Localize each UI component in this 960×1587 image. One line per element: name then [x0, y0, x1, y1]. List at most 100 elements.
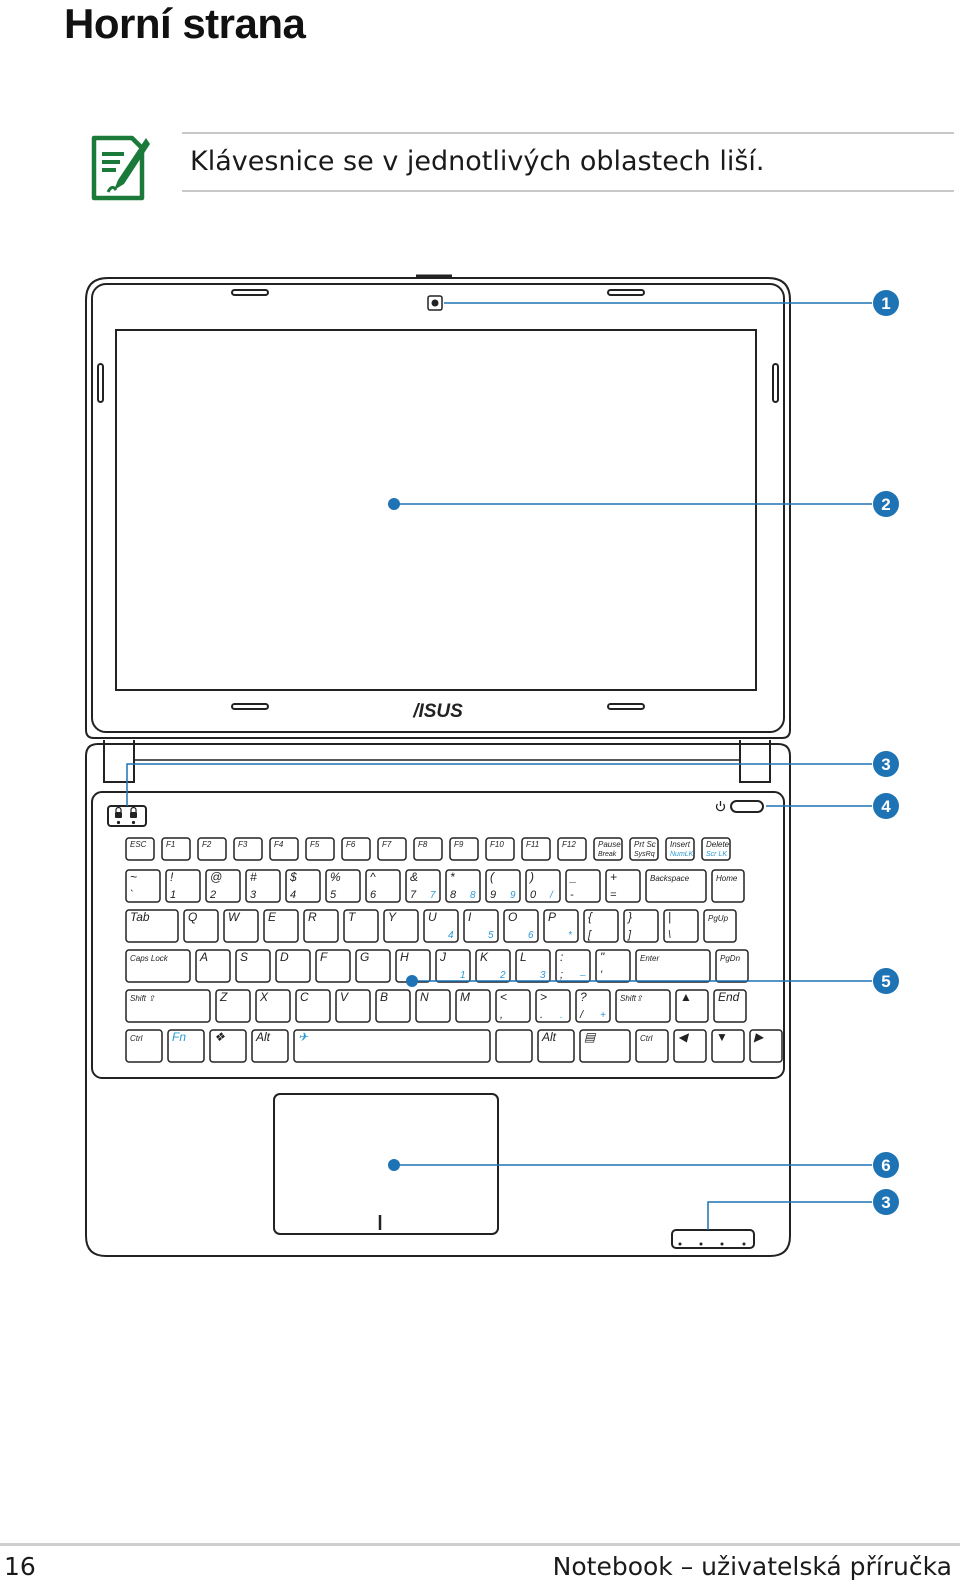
key[interactable]: K2 — [475, 949, 511, 983]
key-label: K — [480, 950, 489, 964]
key[interactable]: F9 — [449, 837, 479, 861]
key[interactable]: Home — [711, 869, 745, 903]
key[interactable]: F1 — [161, 837, 191, 861]
key-label: ▤ — [584, 1030, 597, 1044]
key[interactable]: Shift⇧ — [615, 989, 671, 1023]
key[interactable]: F2 — [197, 837, 227, 861]
callout-lines — [126, 302, 872, 1230]
key[interactable]: Z — [215, 989, 251, 1023]
key[interactable]: F3 — [233, 837, 263, 861]
key-numpad-label: 9 — [510, 890, 516, 901]
key-sublabel: 5 — [330, 889, 337, 901]
key[interactable]: PgDn — [715, 949, 749, 983]
key[interactable]: )0/ — [525, 869, 561, 903]
key[interactable]: E — [263, 909, 299, 943]
key-label: G — [360, 950, 369, 964]
key[interactable]: ▶ — [749, 1029, 783, 1063]
key[interactable]: Ctrl — [125, 1029, 163, 1063]
key[interactable]: ❖ — [209, 1029, 247, 1063]
key[interactable]: Alt — [251, 1029, 289, 1063]
key[interactable]: Shift ⇧ — [125, 989, 211, 1023]
key[interactable]: B — [375, 989, 411, 1023]
key[interactable]: C — [295, 989, 331, 1023]
key[interactable]: X — [255, 989, 291, 1023]
key[interactable]: F12 — [557, 837, 587, 861]
key[interactable]: F6 — [341, 837, 371, 861]
key[interactable]: G — [355, 949, 391, 983]
key[interactable]: S — [235, 949, 271, 983]
key[interactable]: U4 — [423, 909, 459, 943]
key[interactable]: ✈ — [293, 1029, 491, 1063]
key[interactable]: ◀ — [673, 1029, 707, 1063]
key[interactable]: F5 — [305, 837, 335, 861]
key[interactable]: }] — [623, 909, 659, 943]
key-numpad-label: 6 — [528, 930, 534, 941]
key[interactable]: ?/+ — [575, 989, 611, 1023]
key[interactable]: F8 — [413, 837, 443, 861]
key[interactable]: M — [455, 989, 491, 1023]
key[interactable]: V — [335, 989, 371, 1023]
key[interactable]: F4 — [269, 837, 299, 861]
key-label: + — [610, 870, 617, 884]
key[interactable]: Ctrl — [635, 1029, 669, 1063]
key[interactable]: A — [195, 949, 231, 983]
key[interactable]: += — [605, 869, 641, 903]
key[interactable]: R — [303, 909, 339, 943]
key[interactable]: ▲ — [675, 989, 709, 1023]
key-numpad-label: 1 — [460, 970, 466, 981]
key[interactable]: ▤ — [579, 1029, 631, 1063]
key[interactable]: @2 — [205, 869, 241, 903]
key[interactable]: I5 — [463, 909, 499, 943]
key[interactable]: Fn — [167, 1029, 205, 1063]
key[interactable] — [495, 1029, 533, 1063]
key-sublabel: SysRq — [634, 851, 655, 858]
key[interactable]: F7 — [377, 837, 407, 861]
key-numpad-label: * — [568, 930, 573, 941]
key-label: End — [718, 990, 740, 1004]
key[interactable]: #3 — [245, 869, 281, 903]
key[interactable]: Alt — [537, 1029, 575, 1063]
key[interactable]: End — [713, 989, 747, 1023]
key[interactable]: Tab — [125, 909, 179, 943]
key[interactable]: <, — [495, 989, 531, 1023]
key[interactable]: W — [223, 909, 259, 943]
key[interactable]: !1 — [165, 869, 201, 903]
key[interactable]: PgUp — [703, 909, 737, 943]
key[interactable]: $4 — [285, 869, 321, 903]
key[interactable]: ^6 — [365, 869, 401, 903]
key[interactable]: Y — [383, 909, 419, 943]
key[interactable]: O6 — [503, 909, 539, 943]
key[interactable]: |\ — [663, 909, 699, 943]
key[interactable]: :;– — [555, 949, 591, 983]
key[interactable]: ~` — [125, 869, 161, 903]
key[interactable]: {[ — [583, 909, 619, 943]
key[interactable]: "' — [595, 949, 631, 983]
key[interactable]: F11 — [521, 837, 551, 861]
key[interactable]: %5 — [325, 869, 361, 903]
key[interactable]: F10 — [485, 837, 515, 861]
key[interactable]: D — [275, 949, 311, 983]
key[interactable]: ESC — [125, 837, 155, 861]
key[interactable]: Caps Lock — [125, 949, 191, 983]
key[interactable]: L3 — [515, 949, 551, 983]
key[interactable]: T — [343, 909, 379, 943]
key[interactable]: Backspace — [645, 869, 707, 903]
key[interactable]: >.. — [535, 989, 571, 1023]
key[interactable]: N — [415, 989, 451, 1023]
key[interactable]: F — [315, 949, 351, 983]
key[interactable]: Q — [183, 909, 219, 943]
key[interactable]: J1 — [435, 949, 471, 983]
key[interactable]: _- — [565, 869, 601, 903]
key[interactable]: ▼ — [711, 1029, 745, 1063]
key-numpad-label: / — [549, 890, 554, 901]
keyboard-area — [91, 791, 785, 1079]
key[interactable]: P* — [543, 909, 579, 943]
key[interactable]: Enter — [635, 949, 711, 983]
